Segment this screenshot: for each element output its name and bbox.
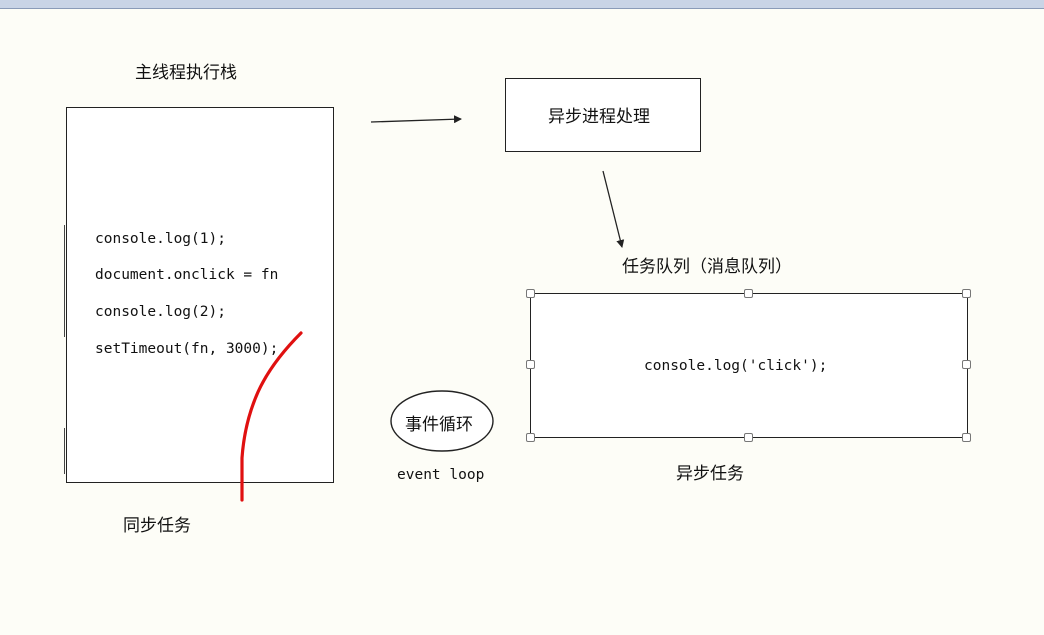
window-title-bar <box>0 0 1044 9</box>
stack-line-3: console.log(2); <box>95 304 226 320</box>
resize-handle-top-center[interactable] <box>744 289 753 298</box>
stack-line-4: setTimeout(fn, 3000); <box>95 341 279 357</box>
main-stack-title: 主线程执行栈 <box>135 63 237 83</box>
resize-handle-middle-right[interactable] <box>962 360 971 369</box>
task-queue-title: 任务队列（消息队列） <box>622 257 792 277</box>
stack-line-1: console.log(1); <box>95 231 226 247</box>
stack-left-mark-top <box>64 225 65 337</box>
event-loop-caption: event loop <box>397 467 485 483</box>
resize-handle-middle-left[interactable] <box>526 360 535 369</box>
async-process-box[interactable] <box>505 78 701 152</box>
resize-handle-top-left[interactable] <box>526 289 535 298</box>
event-loop-label: 事件循环 <box>405 415 473 435</box>
async-task-caption: 异步任务 <box>676 464 744 484</box>
resize-handle-bottom-right[interactable] <box>962 433 971 442</box>
stack-left-mark-bottom <box>64 428 65 474</box>
event-loop-ellipse <box>390 390 494 452</box>
async-process-label: 异步进程处理 <box>548 107 650 127</box>
arrow-stack-to-async <box>370 115 462 124</box>
red-annotation-stroke <box>240 331 303 502</box>
arrow-async-to-queue <box>602 170 625 248</box>
stack-line-2: document.onclick = fn <box>95 267 279 283</box>
task-queue-content: console.log('click'); <box>644 358 828 374</box>
resize-handle-bottom-center[interactable] <box>744 433 753 442</box>
main-stack-box[interactable] <box>66 107 334 483</box>
resize-handle-bottom-left[interactable] <box>526 433 535 442</box>
resize-handle-top-right[interactable] <box>962 289 971 298</box>
sync-task-caption: 同步任务 <box>123 516 191 536</box>
